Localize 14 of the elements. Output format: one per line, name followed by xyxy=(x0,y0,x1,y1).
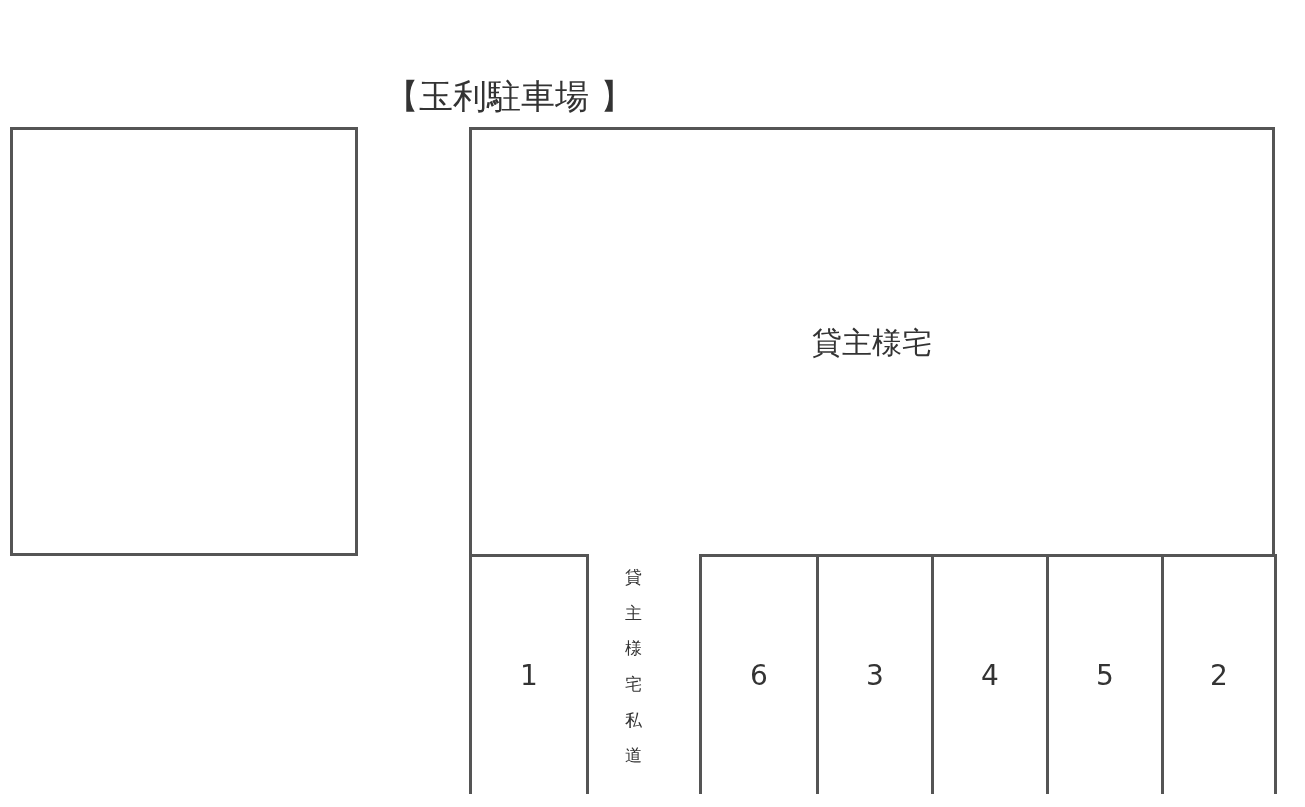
parking-space xyxy=(1161,554,1277,794)
house-outline xyxy=(469,127,1275,556)
road-label: 貸主様宅私道 xyxy=(625,566,642,768)
space-number: 3 xyxy=(866,659,884,692)
building-outline xyxy=(10,127,358,556)
parking-space xyxy=(469,554,589,794)
parking-space xyxy=(699,554,819,794)
space-number: 2 xyxy=(1210,659,1228,692)
space-number: 4 xyxy=(981,659,999,692)
title: 【玉利駐車場 】 xyxy=(385,75,634,118)
space-number: 6 xyxy=(750,659,768,692)
house-label: 貸主様宅 xyxy=(812,323,932,362)
space-number: 5 xyxy=(1096,659,1114,692)
space-number: 1 xyxy=(520,659,538,692)
